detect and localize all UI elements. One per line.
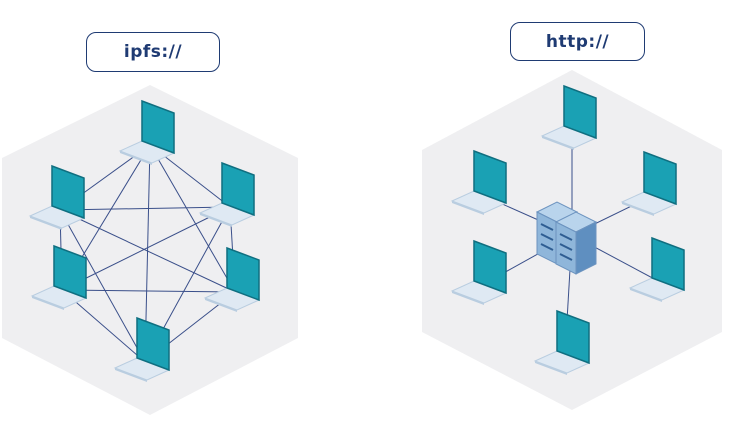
laptop-base-edge bbox=[120, 151, 152, 165]
mesh-link bbox=[61, 206, 231, 291]
laptop-icon bbox=[113, 316, 171, 382]
server-slot bbox=[540, 243, 554, 251]
laptop-icon bbox=[628, 236, 686, 302]
laptop-base-edge bbox=[32, 296, 64, 310]
laptop-screen bbox=[226, 246, 260, 302]
laptop-icon bbox=[28, 164, 86, 230]
mesh-link bbox=[149, 144, 236, 293]
laptop-screen bbox=[556, 309, 590, 365]
laptop-icon bbox=[533, 309, 591, 375]
laptop-icon bbox=[620, 150, 678, 216]
ipfs-protocol-label: ipfs:// bbox=[86, 32, 220, 72]
server-slot bbox=[559, 243, 573, 251]
http-nodes bbox=[450, 84, 686, 375]
laptop-base-edge bbox=[200, 213, 232, 227]
server-slot bbox=[559, 233, 573, 241]
laptop-screen bbox=[473, 149, 507, 205]
mesh-link bbox=[59, 209, 146, 363]
laptop-screen bbox=[473, 239, 507, 295]
laptop-icon bbox=[540, 84, 598, 150]
laptop-icon bbox=[118, 99, 176, 165]
server-slot bbox=[559, 253, 573, 261]
laptop-screen bbox=[51, 164, 85, 220]
laptop-base-edge bbox=[30, 216, 62, 230]
laptop-screen bbox=[651, 236, 685, 292]
mesh-link bbox=[59, 206, 231, 211]
laptop-base-edge bbox=[452, 201, 484, 215]
http-server-hub bbox=[535, 201, 598, 275]
laptop-base-edge bbox=[630, 288, 662, 302]
laptop-icon bbox=[198, 161, 256, 227]
laptop-screen bbox=[221, 161, 255, 217]
http-protocol-label: http:// bbox=[510, 22, 645, 61]
laptop-screen bbox=[136, 316, 170, 372]
laptop-screen bbox=[53, 244, 87, 300]
laptop-icon bbox=[203, 246, 261, 312]
laptop-base-edge bbox=[542, 136, 574, 150]
laptop-base-edge bbox=[205, 298, 237, 312]
laptop-base-edge bbox=[535, 361, 567, 375]
laptop-screen bbox=[643, 150, 677, 206]
laptop-icon bbox=[450, 239, 508, 305]
laptop-base-edge bbox=[452, 291, 484, 305]
laptop-screen bbox=[563, 84, 597, 140]
mesh-link bbox=[61, 289, 236, 293]
laptop-base-edge bbox=[115, 368, 147, 382]
server-tower-right bbox=[554, 211, 598, 275]
laptop-base-edge bbox=[622, 202, 654, 216]
laptop-icon bbox=[450, 149, 508, 215]
server-side bbox=[575, 221, 597, 275]
laptop-icon bbox=[30, 244, 88, 310]
server-slot bbox=[540, 223, 554, 231]
mesh-link bbox=[59, 209, 236, 293]
laptop-screen bbox=[141, 99, 175, 155]
server-slot bbox=[540, 233, 554, 241]
ipfs-nodes bbox=[28, 99, 261, 382]
